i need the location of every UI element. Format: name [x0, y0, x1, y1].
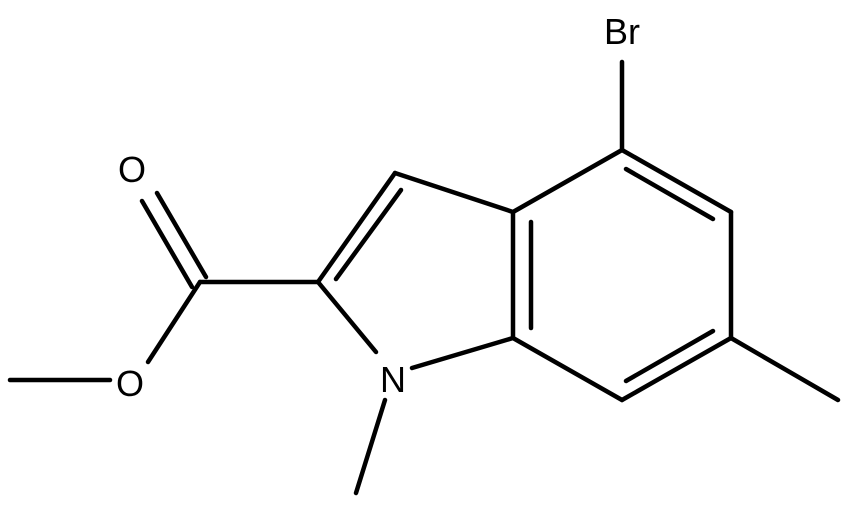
bond-c4-c5-inner: [623, 166, 716, 222]
bond-n-c7a: [409, 335, 516, 371]
bond-c6-c7: [619, 335, 734, 403]
bond-c-o-double-a: [139, 198, 195, 290]
bond-c2-c3-inner: [333, 187, 404, 282]
bond-c3-c3a: [392, 170, 516, 215]
atom-label-o-ester: O: [116, 363, 144, 404]
atom-label-n: N: [380, 359, 406, 400]
atom-label-o-carbonyl: O: [118, 149, 146, 190]
bond-c-o-double-b: [154, 190, 209, 280]
bond-c4-c5: [619, 147, 734, 215]
bond-c6-methyl: [728, 335, 841, 403]
bond-c2-c3: [315, 170, 398, 285]
bond-c7-c7a: [510, 335, 625, 403]
bond-c3a-c4: [510, 147, 625, 215]
bond-c2-n: [315, 279, 379, 355]
bond-o-carbonyl-carbon: [145, 279, 203, 365]
atom-label-br: Br: [604, 11, 640, 52]
bond-n-methyl: [353, 397, 388, 496]
bond-c6-c7-inner: [623, 328, 716, 384]
